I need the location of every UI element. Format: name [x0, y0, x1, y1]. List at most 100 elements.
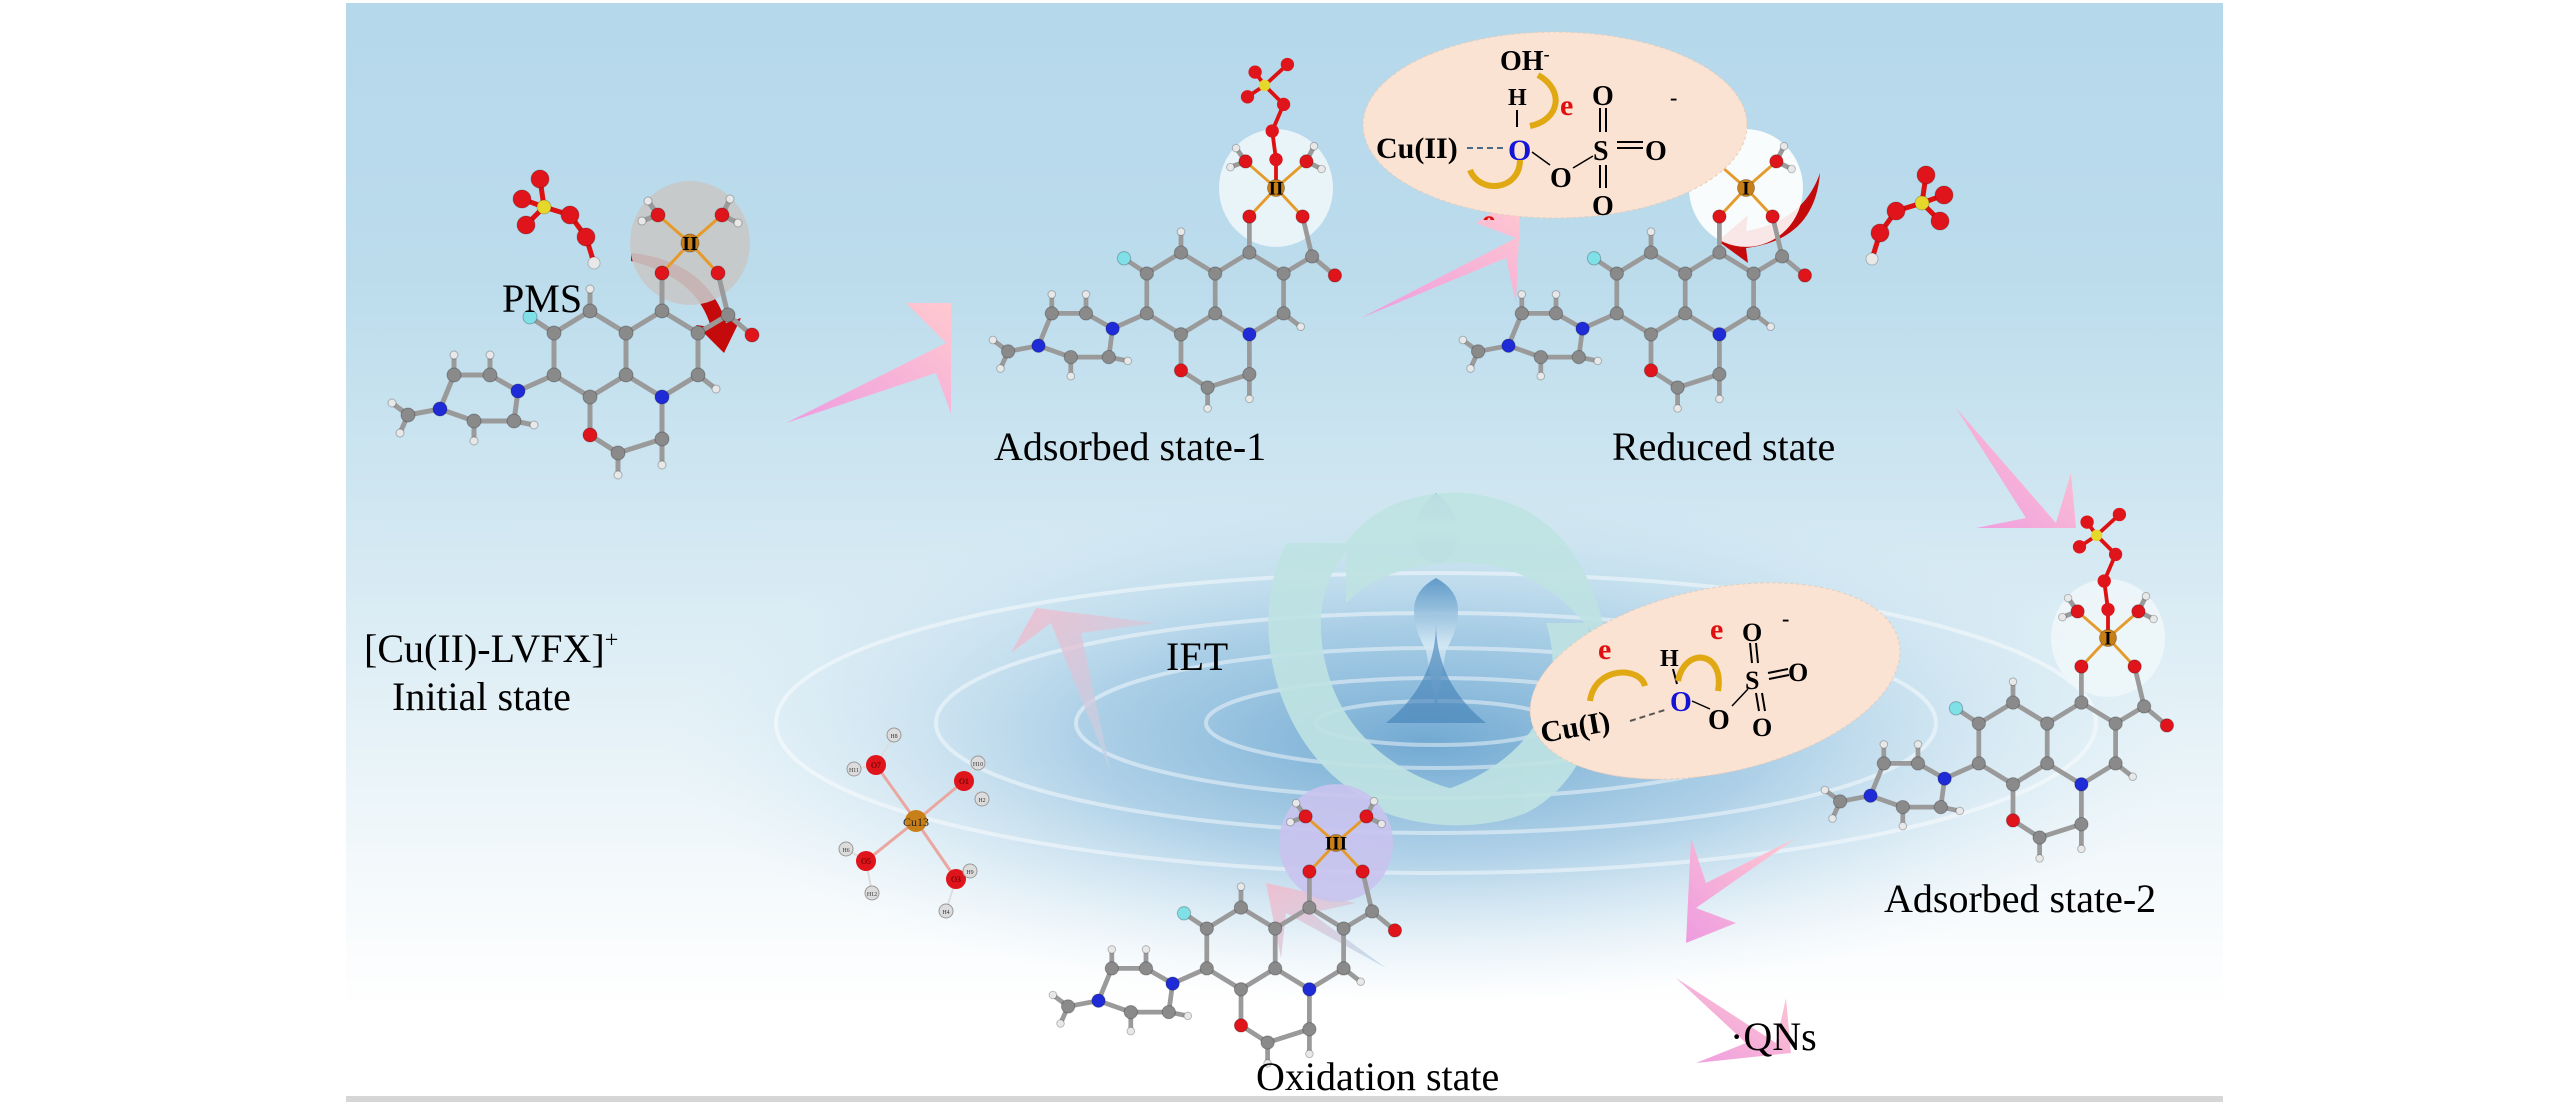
carbon-atom — [1514, 306, 1529, 321]
hydrogen-atom — [1176, 227, 1186, 236]
bond-line — [1572, 155, 1594, 169]
bond — [1683, 311, 1721, 337]
initial-state-subtitle: Initial state — [392, 674, 571, 719]
oxygen-atom — [512, 189, 532, 209]
bond — [2132, 665, 2147, 707]
oxygen-atom — [530, 169, 550, 189]
carbon-atom — [2040, 716, 2055, 731]
carbon-atom — [1609, 266, 1624, 281]
hydrogen-atom — [1779, 141, 1789, 151]
mechanism-bubble-bottom: Cu(I) O H O S O O O - e e — [1529, 582, 1901, 780]
hydrogen-atom — [1048, 990, 1058, 1000]
oxygen-atom — [1765, 209, 1780, 224]
oxygen-atom — [2127, 659, 2142, 674]
carbon-atom — [2108, 756, 2123, 771]
nitrogen-atom — [1091, 993, 1106, 1008]
carbon-atom — [1533, 349, 1548, 365]
carbon-atom — [1138, 961, 1154, 976]
bond-line — [1731, 688, 1749, 707]
oxygen-atom — [2159, 718, 2175, 733]
fluorine-atom — [1948, 701, 1964, 716]
bond — [1248, 311, 1285, 337]
bond — [2011, 700, 2049, 726]
bond-line — [1531, 151, 1551, 166]
hydrogen-atom — [1646, 227, 1656, 236]
hydrogen-atom — [2063, 593, 2073, 603]
hydrogen-atom — [1107, 945, 1117, 954]
oxygen-atom — [2005, 813, 2021, 828]
hydrogen-atom — [1047, 290, 1057, 299]
carbon-atom — [1161, 1004, 1176, 1020]
oxygen-atom — [1299, 154, 1314, 169]
oxygen-atom — [744, 327, 760, 343]
bubble-o-bridge: O — [1708, 705, 1730, 736]
electron-label: e — [1560, 89, 1573, 122]
oxygen-atom — [2101, 602, 2115, 617]
electron-arrow-icon — [1467, 159, 1523, 189]
nitrogen-atom — [1031, 338, 1046, 353]
carbon-atom — [1302, 1022, 1317, 1037]
hydrogen-atom — [1466, 364, 1475, 373]
hydrogen-atom — [1126, 1026, 1136, 1036]
carbon-atom — [1208, 266, 1223, 281]
bond — [1770, 215, 1785, 257]
hydrogen-atom — [449, 350, 459, 360]
carbon-atom — [506, 413, 522, 429]
oxygen-atom — [650, 207, 666, 223]
oxygen-atom — [1712, 209, 1727, 224]
nitrogen-atom — [1105, 321, 1120, 336]
carbon-atom — [1268, 921, 1283, 936]
oxygen-atom — [1248, 65, 1262, 79]
bubble-charge: - — [1782, 606, 1789, 631]
initial-state-formula: [Cu(II)-LVFX] — [364, 626, 605, 671]
bubble-o-bottom: O — [1592, 191, 1614, 220]
electron-arrow-icon — [1675, 654, 1722, 692]
bond-line — [1672, 668, 1678, 685]
carbon-atom — [1910, 756, 1926, 771]
pms-molecule-initial — [512, 169, 601, 270]
carbon-atom — [618, 325, 634, 341]
carbon-atom — [1276, 266, 1291, 281]
bond — [1206, 371, 1251, 390]
oxygen-atom — [576, 227, 596, 247]
carbon-atom — [1139, 306, 1154, 321]
carbon-atom — [1746, 266, 1761, 281]
carbon-atom — [1933, 799, 1948, 815]
hydrogen-atom — [1517, 290, 1527, 299]
bubble-o-right: O — [1788, 658, 1808, 687]
hydrogen-atom — [1715, 394, 1724, 404]
bubble-o-bridge: O — [1550, 163, 1572, 194]
carbon-atom — [1746, 306, 1761, 321]
carbon-atom — [1876, 756, 1891, 771]
bond — [1239, 966, 1277, 992]
bond — [624, 308, 664, 336]
carbon-atom — [1643, 327, 1659, 342]
oxygen-label: O5 — [861, 857, 871, 866]
carbon-atom — [654, 431, 670, 447]
carbon-atom — [690, 325, 706, 341]
carbon-atom — [1199, 961, 1214, 976]
adsorbed-state-2-label: Adsorbed state-2 — [1884, 876, 2157, 921]
iet-label: IET — [1166, 634, 1229, 679]
bond — [1239, 905, 1277, 931]
fluorine-atom — [1116, 251, 1132, 266]
oxidation-state-label: Oxidation state — [1256, 1054, 1500, 1096]
initial-state-charge: + — [604, 627, 619, 654]
hydrogen-atom — [1317, 164, 1326, 174]
hydrogen-label: H10 — [973, 762, 983, 768]
nitrogen-atom — [432, 401, 448, 417]
hydrogen-atom — [2141, 591, 2151, 601]
hydrogen-atom — [1081, 290, 1091, 299]
carbon-atom — [446, 367, 462, 383]
bond — [624, 372, 664, 400]
bubble-sulfur: S — [1745, 666, 1759, 695]
bond — [1977, 761, 2015, 787]
carbon-atom — [1233, 900, 1249, 915]
hydrogen-atom — [1551, 290, 1561, 299]
bond-line — [1768, 674, 1790, 680]
hydrogen-atom — [1458, 335, 1468, 345]
initial-state-title: [Cu(II)-LVFX]+ — [364, 625, 618, 672]
hydrogen-atom — [613, 470, 623, 480]
electron-arrow-icon — [1529, 72, 1559, 129]
